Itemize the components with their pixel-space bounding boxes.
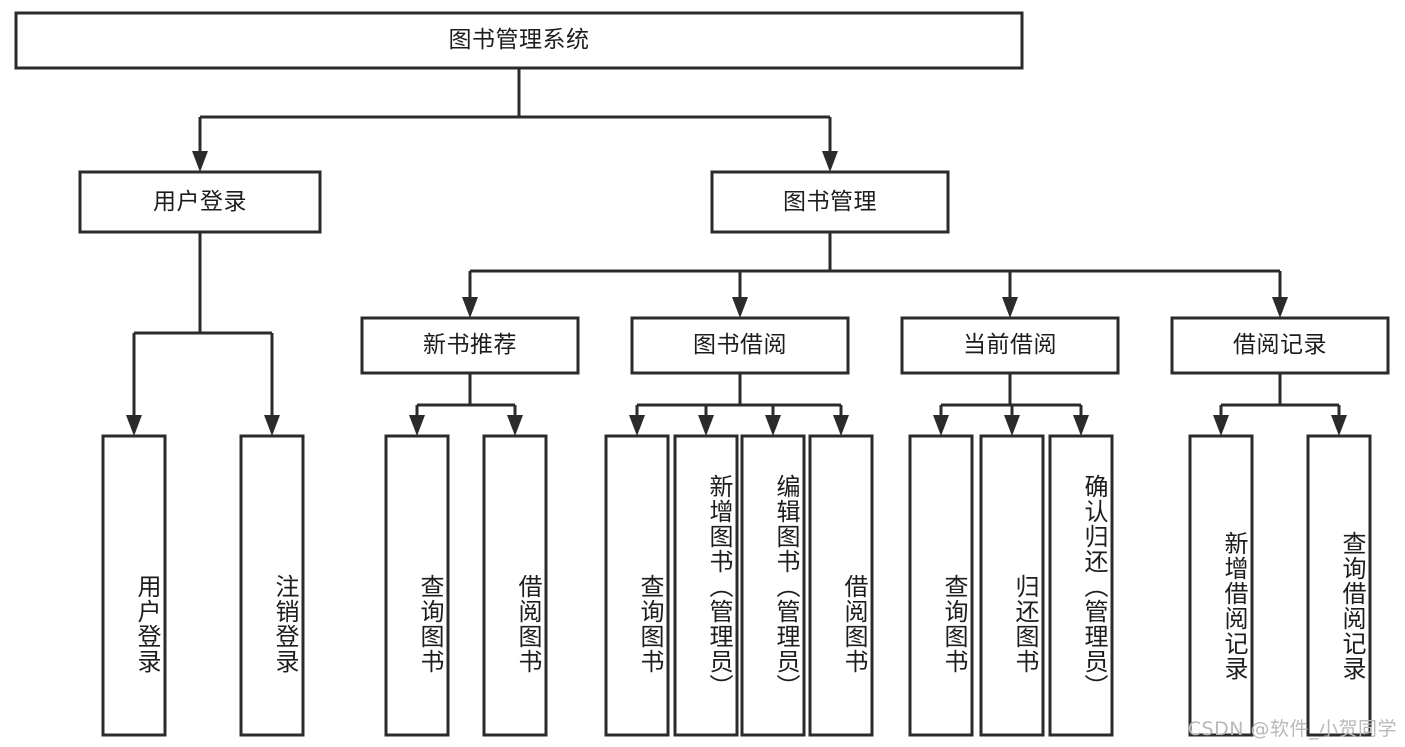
node-box-leaf-query-book-cur	[908, 434, 974, 737]
node-box-leaf-borrow-book	[808, 434, 874, 737]
node-box-book-borrow	[630, 316, 850, 375]
arrow-head-icon	[698, 415, 714, 436]
arrow-head-icon	[1213, 415, 1229, 436]
node-box-leaf-query-record	[1306, 434, 1372, 737]
node-box-leaf-user-login	[101, 434, 167, 737]
arrow-head-icon	[192, 151, 208, 172]
arrow-head-icon	[765, 415, 781, 436]
arrow-head-icon	[822, 151, 838, 172]
node-box-leaf-add-book	[673, 434, 739, 737]
arrow-head-icon	[1272, 297, 1288, 318]
node-box-leaf-confirm-return	[1048, 434, 1114, 737]
arrow-head-icon	[462, 297, 478, 318]
arrow-head-icon	[1002, 297, 1018, 318]
node-box-leaf-return-book	[979, 434, 1045, 737]
connector-lines-group	[126, 68, 1347, 436]
node-box-current-borrow	[900, 316, 1120, 375]
arrow-head-icon	[833, 415, 849, 436]
arrow-head-icon	[629, 415, 645, 436]
arrow-head-icon	[507, 415, 523, 436]
arrow-head-icon	[933, 415, 949, 436]
node-box-root	[14, 11, 1024, 70]
arrow-head-icon	[1004, 415, 1020, 436]
node-box-leaf-user-logout	[239, 434, 305, 737]
node-boxes-group	[14, 11, 1390, 737]
arrow-head-icon	[1073, 415, 1089, 436]
node-box-leaf-edit-book	[740, 434, 806, 737]
node-box-leaf-query-book-rec	[384, 434, 450, 737]
node-box-user-login	[78, 170, 322, 234]
arrow-head-icon	[264, 415, 280, 436]
arrow-head-icon	[732, 297, 748, 318]
arrow-head-icon	[1331, 415, 1347, 436]
node-box-leaf-query-book-borrow	[604, 434, 670, 737]
node-box-leaf-add-record	[1188, 434, 1254, 737]
node-box-leaf-borrow-book-rec	[482, 434, 548, 737]
node-box-borrow-record	[1170, 316, 1390, 375]
arrow-head-icon	[409, 415, 425, 436]
node-box-book-manage	[710, 170, 950, 234]
node-box-new-book-rec	[360, 316, 580, 375]
arrow-head-icon	[126, 415, 142, 436]
